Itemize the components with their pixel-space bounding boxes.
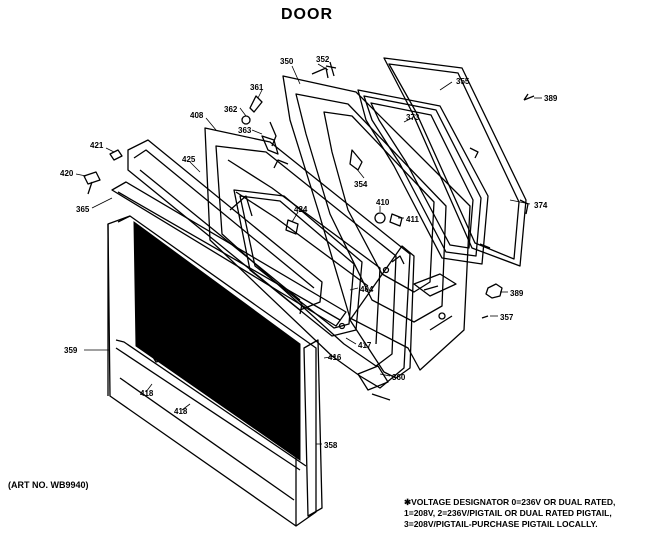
callout-352: 352 xyxy=(316,55,330,64)
callout-357: 357 xyxy=(500,313,514,322)
outer-trim-358 xyxy=(303,339,323,517)
note-line-1: ✱VOLTAGE DESIGNATOR 0=236V OR DUAL RATED… xyxy=(404,497,616,507)
side-frame-360 xyxy=(349,245,415,379)
note-line-2: 1=208V, 2=236V/PIGTAIL OR DUAL RATED PIG… xyxy=(404,508,612,518)
callout-417: 417 xyxy=(358,341,372,350)
callout-350: 350 xyxy=(280,57,294,66)
leader-lines xyxy=(75,63,542,445)
callout-422: 422 xyxy=(272,341,286,350)
door-window-glass xyxy=(133,221,301,461)
part-callouts: 350 352 355 389 361 362 408 373 363 421 … xyxy=(60,55,558,450)
callout-358: 358 xyxy=(324,441,338,450)
callout-354: 354 xyxy=(354,180,368,189)
callout-360: 360 xyxy=(392,373,406,382)
callout-389b: 389 xyxy=(510,289,524,298)
callout-418b: 418 xyxy=(174,407,188,416)
callout-362: 362 xyxy=(224,105,238,114)
callout-363: 363 xyxy=(238,126,252,135)
callout-359: 359 xyxy=(64,346,78,355)
callout-404: 404 xyxy=(360,285,374,294)
inner-frame-350 xyxy=(282,61,471,391)
handle-425 xyxy=(127,139,323,315)
callout-418a: 418 xyxy=(140,389,154,398)
callout-425: 425 xyxy=(182,155,196,164)
callout-408: 408 xyxy=(190,111,204,120)
trim-strip-365 xyxy=(111,181,347,327)
callout-374: 374 xyxy=(534,201,548,210)
callout-355: 355 xyxy=(456,77,470,86)
callout-411: 411 xyxy=(406,215,419,224)
voltage-note: ✱VOLTAGE DESIGNATOR 0=236V OR DUAL RATED… xyxy=(404,497,668,530)
art-number: (ART NO. WB9940) xyxy=(8,480,89,490)
callout-373: 373 xyxy=(406,113,420,122)
callout-361: 361 xyxy=(250,83,264,92)
callout-420: 420 xyxy=(60,169,74,178)
callout-389a: 389 xyxy=(544,94,558,103)
diagram-title: DOOR xyxy=(281,6,333,23)
callout-365: 365 xyxy=(76,205,90,214)
callout-424: 424 xyxy=(294,205,308,214)
callout-421: 421 xyxy=(90,141,104,150)
callout-369: 369 xyxy=(246,357,260,366)
callout-410: 410 xyxy=(376,198,390,207)
callout-416: 416 xyxy=(328,353,342,362)
note-line-3: 3=208V/PIGTAIL-PURCHASE PIGTAIL LOCALLY. xyxy=(404,519,598,529)
